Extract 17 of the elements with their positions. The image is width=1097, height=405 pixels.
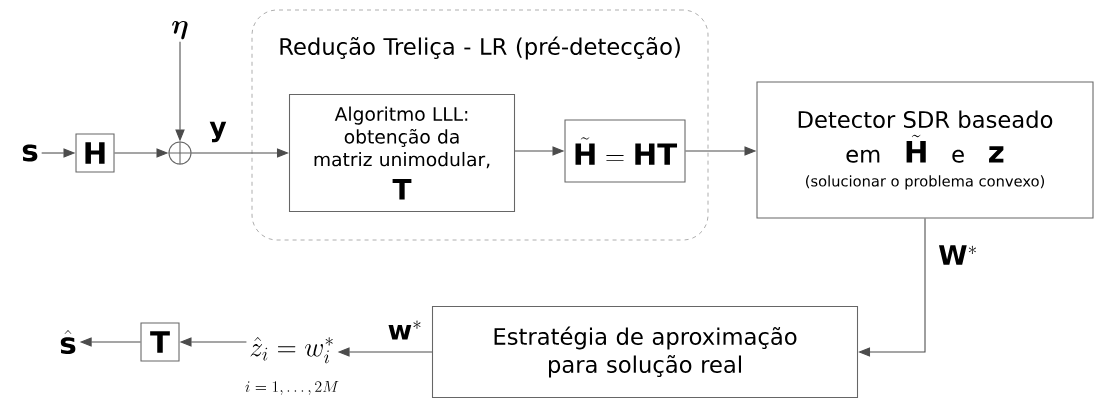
sum-junction [167, 140, 193, 166]
equation-box: $\tilde{\mathbf{H}} = \mathbf{HT}$ [564, 119, 686, 183]
arrow [191, 148, 289, 158]
equation-label: $\hat{z}_{i} = w_{i}^{*}$ [250, 337, 333, 364]
matrix-box: $\mathbf{H}$ [75, 133, 115, 173]
edge-label: $\mathbf{y}$ [208, 120, 229, 144]
process-box: Algoritmo LLL: obtenção da matriz unimodular, $\mathbf{T}$ [288, 93, 516, 213]
process-box: Estratégia de aproximação para solução real [431, 305, 859, 399]
detector-box: Detector SDR baseado em $\tilde{\mathbf{H}}$ e $\mathbf{z}$ (solucionar o problema convexo) [756, 81, 1094, 219]
index-range-label: $i = 1, \ldots, 2M$ [245, 380, 339, 395]
arrow [858, 218, 926, 357]
signal-label: $\mathbf{s}$ [22, 144, 38, 162]
edge-label: $\mathbf{w}^{*}$ [386, 319, 424, 341]
signal-label: $\boldsymbol{\eta}$ [172, 20, 188, 40]
edge-label: $\mathbf{W}^{*}$ [936, 243, 980, 267]
matrix-box: $\mathbf{T}$ [140, 322, 180, 362]
signal-label: $\hat{\mathbf{s}}$ [60, 329, 76, 355]
